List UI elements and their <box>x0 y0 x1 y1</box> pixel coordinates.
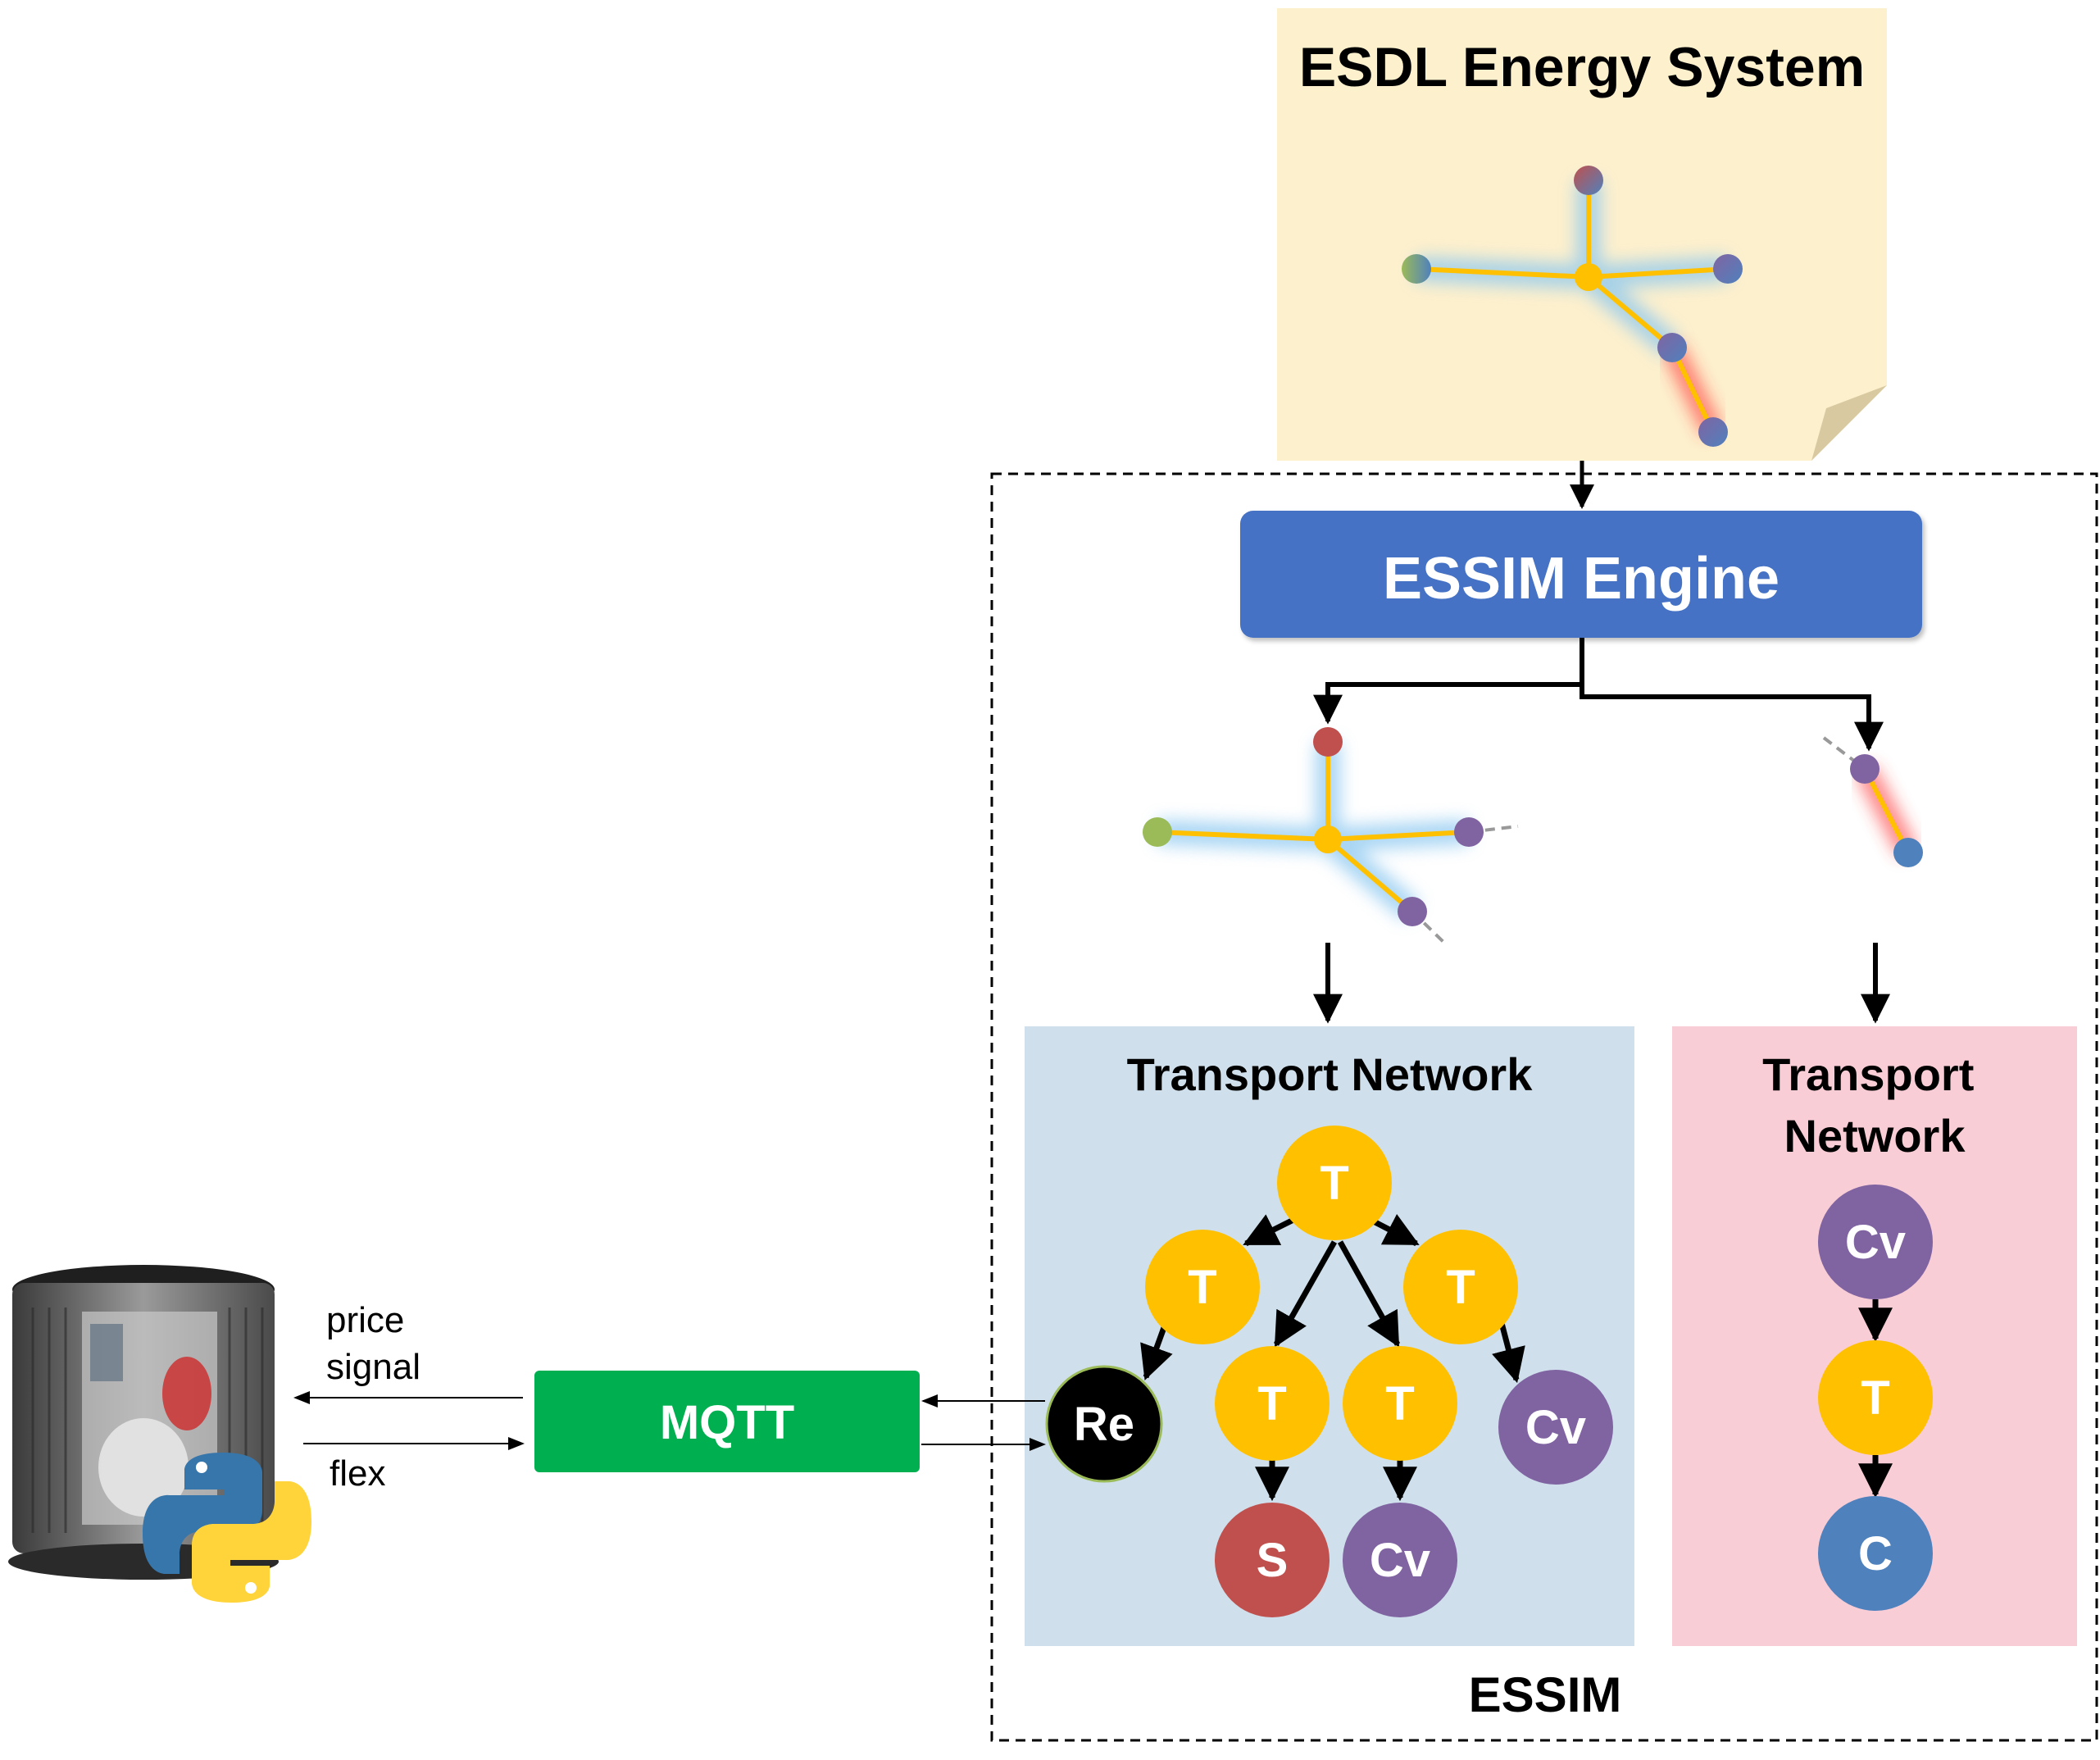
node-t-mid-right: T <box>1343 1346 1457 1461</box>
svg-text:Cv: Cv <box>1525 1401 1586 1454</box>
essim-label: ESSIM <box>1469 1667 1622 1722</box>
svg-text:T: T <box>1861 1371 1889 1425</box>
right-panel-title-line2: Network <box>1784 1110 1966 1162</box>
heat-pump-unit-image <box>8 1265 311 1603</box>
svg-text:Cv: Cv <box>1845 1216 1906 1269</box>
essim-boundary <box>990 472 2098 1742</box>
svg-text:T: T <box>1385 1377 1414 1430</box>
engine-box <box>1240 511 1922 638</box>
engine-split-connectors <box>1313 638 1884 752</box>
svg-text:C: C <box>1858 1527 1893 1580</box>
node-cv-right: Cv <box>1498 1370 1613 1485</box>
essim-engine: ESSIM Engine <box>1240 511 1922 638</box>
node-t-mid-left: T <box>1215 1346 1330 1461</box>
node-s: S <box>1215 1503 1330 1617</box>
svg-text:T: T <box>1257 1377 1286 1430</box>
mqtt-label: MQTT <box>660 1396 794 1449</box>
node-t-left: T <box>1145 1230 1260 1344</box>
engine-label: ESSIM Engine <box>1383 546 1780 612</box>
right-panel-title: Transport Network <box>1762 1048 1987 1162</box>
left-panel-title: Transport Network <box>1127 1048 1534 1100</box>
svg-text:Re: Re <box>1074 1398 1134 1451</box>
price-signal-line2: signal <box>326 1347 420 1387</box>
note-fold <box>1811 385 1887 461</box>
esdl-network-graphic <box>1402 166 1743 447</box>
right-panel-title-line1: Transport <box>1762 1048 1974 1100</box>
node-t-right: T <box>1403 1230 1518 1344</box>
left-panel-bg <box>1025 1026 1634 1646</box>
left-tree-edges <box>1140 1213 1525 1502</box>
price-signal-label: price signal <box>326 1300 420 1387</box>
transport-network-panel-left: Transport Network T T T T <box>1025 1026 1634 1646</box>
esdl-note: ESDL Energy System <box>1277 8 1887 461</box>
mqtt-box <box>534 1371 920 1472</box>
svg-text:T: T <box>1188 1261 1216 1314</box>
node-cv-chain: Cv <box>1818 1185 1933 1299</box>
node-t-chain: T <box>1818 1340 1933 1455</box>
svg-text:Cv: Cv <box>1370 1534 1430 1587</box>
transport-network-panel-right: Transport Network Cv T C <box>1672 1026 2077 1646</box>
svg-text:T: T <box>1446 1261 1475 1314</box>
flex-label: flex <box>330 1453 385 1494</box>
svg-text:S: S <box>1257 1534 1289 1587</box>
price-signal-line1: price <box>326 1300 404 1340</box>
python-logo-icon <box>143 1453 311 1603</box>
mqtt-broker: MQTT <box>534 1371 920 1472</box>
split-network-left <box>1143 727 1519 944</box>
node-re: Re <box>1045 1365 1163 1483</box>
svg-text:T: T <box>1320 1157 1348 1210</box>
node-c-chain: C <box>1818 1496 1933 1611</box>
esdl-title: ESDL Energy System <box>1299 36 1865 98</box>
split-network-right <box>1822 736 1923 867</box>
node-cv-bottom: Cv <box>1343 1503 1457 1617</box>
node-t-root: T <box>1277 1126 1392 1240</box>
